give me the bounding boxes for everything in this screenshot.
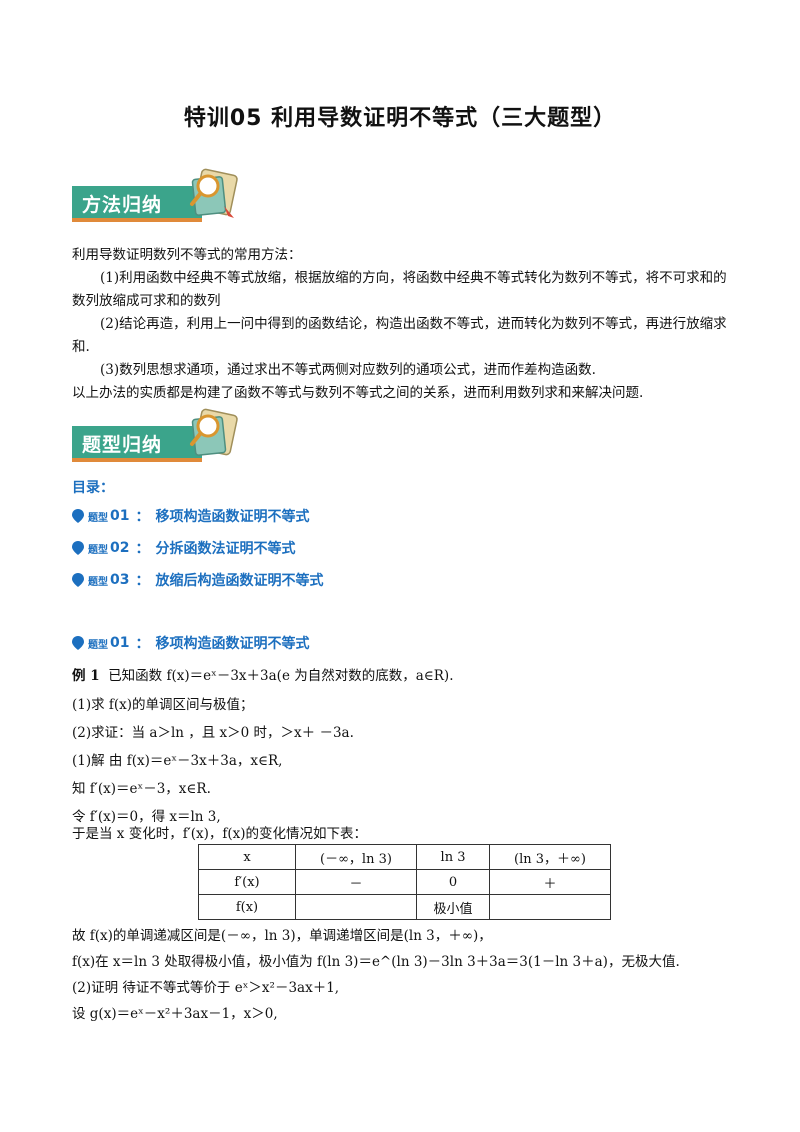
example-line-3: (2)求证：当 a＞ln ，且 x＞0 时，＞x＋ －3a. — [72, 725, 354, 741]
example-line-8: 故 f(x)的单调递减区间是(－∞，ln 3)，单调递增区间是(ln 3，＋∞)… — [72, 928, 492, 944]
location-pin-icon — [72, 636, 84, 650]
example-line-10: (2)证明 待证不等式等价于 eˣ＞x²－3ax＋1, — [72, 980, 340, 996]
example-line-6: 令 f′(x)＝0，得 x＝ln 3, — [72, 809, 221, 825]
toc-item-1[interactable]: 题型 01 ： 移项构造函数证明不等式 — [72, 505, 309, 527]
example-line-2: (1)求 f(x)的单调区间与极值； — [72, 697, 254, 713]
example-line-7: 于是当 x 变化时，f′(x)，f(x)的变化情况如下表： — [72, 826, 368, 842]
variation-table: x (－∞，ln 3) ln 3 (ln 3，＋∞) f′(x) － 0 ＋ f… — [198, 844, 611, 920]
book-magnifier-icon — [190, 168, 238, 218]
location-pin-icon — [72, 541, 84, 555]
table-row: f′(x) － 0 ＋ — [198, 869, 611, 895]
method-banner-label: 方法归纳 — [82, 194, 163, 216]
location-pin-icon — [72, 573, 84, 587]
method-point-1: (1)利用函数中经典不等式放缩，根据放缩的方向，将函数中经典不等式转化为数列不等… — [72, 270, 727, 309]
example-label: 例 1 — [72, 668, 100, 684]
toc-item-label: 放缩后构造函数证明不等式 — [155, 573, 324, 589]
method-intro: 利用导数证明数列不等式的常用方法： — [72, 247, 302, 263]
book-magnifier-icon — [190, 408, 238, 456]
toc-item-label: 移项构造函数证明不等式 — [155, 509, 310, 525]
method-point-3: (3)数列思想求通项，通过求出不等式两侧对应数列的通项公式，进而作差构造函数. — [100, 362, 596, 378]
section-heading-label: 移项构造函数证明不等式 — [155, 636, 310, 652]
table-row: x (－∞，ln 3) ln 3 (ln 3，＋∞) — [198, 844, 611, 870]
toc-item-2[interactable]: 题型 02 ： 分拆函数法证明不等式 — [72, 537, 295, 559]
toc-heading: 目录： — [72, 480, 114, 496]
example-line-5: 知 f′(x)＝eˣ－3，x∈R. — [72, 781, 211, 797]
example-line-1: 例 1 已知函数 f(x)＝eˣ－3x＋3a(e 为自然对数的底数，a∈R). — [72, 668, 454, 684]
location-pin-icon — [72, 509, 84, 523]
method-summary: 以上办法的实质都是构建了函数不等式与数列不等式之间的关系，进而利用数列求和来解决… — [72, 385, 644, 401]
toc-item-label: 分拆函数法证明不等式 — [155, 541, 296, 557]
example-line-9: f(x)在 x＝ln 3 处取得极小值，极小值为 f(ln 3)＝e^(ln 3… — [72, 954, 680, 970]
method-banner: 方法归纳 — [72, 164, 238, 226]
example-line-4: (1)解 由 f(x)＝eˣ－3x＋3a，x∈R, — [72, 753, 283, 769]
types-banner: 题型归纳 — [72, 404, 238, 466]
toc-item-3[interactable]: 题型 03 ： 放缩后构造函数证明不等式 — [72, 569, 323, 591]
example-line-11: 设 g(x)＝eˣ－x²＋3ax－1，x＞0, — [72, 1006, 278, 1022]
page-title: 特训05 利用导数证明不等式（三大题型） — [183, 106, 617, 131]
types-banner-label: 题型归纳 — [82, 434, 163, 456]
method-point-2: (2)结论再造，利用上一问中得到的函数结论，构造出函数不等式，进而转化为数列不等… — [72, 316, 727, 355]
section-heading-1: 题型 01 ： 移项构造函数证明不等式 — [72, 632, 309, 654]
table-row: f(x) 极小值 — [198, 894, 611, 920]
